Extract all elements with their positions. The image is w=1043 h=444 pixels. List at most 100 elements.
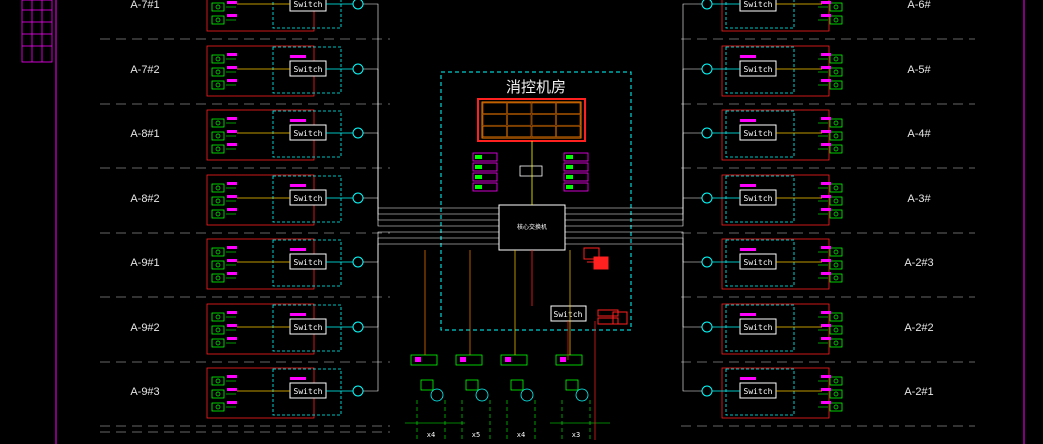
right-transceiver-3 bbox=[701, 127, 713, 139]
right-transceiver-7 bbox=[701, 385, 713, 397]
left-row-4-camera-2 bbox=[211, 196, 225, 206]
right-switch-label-7: Switch bbox=[744, 387, 773, 396]
left-row-7-camera-1 bbox=[211, 376, 225, 386]
core-switch bbox=[498, 204, 566, 251]
right-row-5-camera-1 bbox=[829, 247, 843, 257]
left-switch-label-2: Switch bbox=[294, 65, 323, 74]
right-row-4-camera-1 bbox=[829, 183, 843, 193]
left-row-5-camera-3 bbox=[211, 273, 225, 283]
left-row-3: A-8#1 Switch bbox=[100, 109, 390, 169]
right-row-1-camera-2 bbox=[829, 2, 843, 12]
bottom-camera-4 bbox=[565, 379, 579, 391]
left-transceiver-1 bbox=[352, 0, 364, 10]
left-switch-3 bbox=[289, 124, 327, 141]
right-switch-5 bbox=[739, 253, 777, 270]
left-row-4-camera-3 bbox=[211, 209, 225, 219]
right-row-4: A-3#Switch bbox=[681, 174, 975, 234]
right-row-6-camera-1 bbox=[829, 312, 843, 322]
storage-units-right bbox=[563, 152, 589, 192]
right-switch-7 bbox=[739, 382, 777, 399]
alarm-panel bbox=[597, 309, 628, 325]
right-transceiver-2 bbox=[701, 63, 713, 75]
right-row-2-camera-1 bbox=[829, 54, 843, 64]
bottom-camera-2 bbox=[465, 379, 479, 391]
right-row-3-camera-1 bbox=[829, 118, 843, 128]
left-switch-label-4: Switch bbox=[294, 194, 323, 203]
right-row-7-camera-3 bbox=[829, 402, 843, 412]
right-camera-group-7 bbox=[721, 367, 830, 419]
right-camera-group-3 bbox=[721, 109, 830, 161]
left-row-6-camera-2 bbox=[211, 325, 225, 335]
right-switch-2 bbox=[739, 60, 777, 77]
right-row-7-camera-1 bbox=[829, 376, 843, 386]
right-row-1-camera-3 bbox=[829, 15, 843, 25]
left-row-2-camera-3 bbox=[211, 80, 225, 90]
left-transceiver-7 bbox=[352, 385, 364, 397]
right-row-2-camera-3 bbox=[829, 80, 843, 90]
left-row-3-camera-2 bbox=[211, 131, 225, 141]
right-floor-label-2: A-5# bbox=[907, 64, 931, 76]
right-camera-group-5 bbox=[721, 238, 830, 290]
left-switch-1 bbox=[289, 0, 327, 12]
workstation-icon bbox=[583, 247, 609, 270]
right-row-2: A-5#Switch bbox=[681, 45, 975, 105]
left-row-3-camera-1 bbox=[211, 118, 225, 128]
right-row-7-camera-2 bbox=[829, 389, 843, 399]
core-switch-label: 核心交换机 bbox=[517, 223, 547, 231]
right-transceiver-1 bbox=[701, 0, 713, 10]
title-block-grid bbox=[21, 0, 53, 63]
left-switch-4 bbox=[289, 189, 327, 206]
right-camera-group-1 bbox=[721, 0, 830, 32]
left-row-2-camera-1 bbox=[211, 54, 225, 64]
right-floor-label-4: A-3# bbox=[907, 193, 931, 205]
left-transceiver-3 bbox=[352, 127, 364, 139]
bottom-count-4: x3 bbox=[572, 431, 580, 439]
right-switch-6 bbox=[739, 318, 777, 335]
left-row-1-camera-2 bbox=[211, 2, 225, 12]
left-row-5-camera-2 bbox=[211, 260, 225, 270]
right-switch-label-3: Switch bbox=[744, 129, 773, 138]
left-transceiver-2 bbox=[352, 63, 364, 75]
left-row-1-camera-3 bbox=[211, 15, 225, 25]
left-floor-label-2: A-7#2 bbox=[130, 64, 159, 76]
right-switch-4 bbox=[739, 189, 777, 206]
bottom-nvr-4 bbox=[555, 354, 583, 366]
room-switch bbox=[550, 305, 587, 322]
left-floor-label-3: A-8#1 bbox=[130, 128, 159, 140]
right-transceiver-5 bbox=[701, 256, 713, 268]
right-switch-label-5: Switch bbox=[744, 258, 773, 267]
left-transceiver-5 bbox=[352, 256, 364, 268]
right-row-1: A-6#Switch bbox=[681, 0, 975, 40]
bottom-count-3: x4 bbox=[517, 431, 525, 439]
left-row-5-camera-1 bbox=[211, 247, 225, 257]
decoder-box bbox=[519, 165, 543, 177]
right-row-4-camera-3 bbox=[829, 209, 843, 219]
left-switch-7 bbox=[289, 382, 327, 399]
right-camera-group-2 bbox=[721, 45, 830, 97]
bottom-count-2: x5 bbox=[472, 431, 480, 439]
left-row-6-camera-1 bbox=[211, 312, 225, 322]
left-switch-label-1: Switch bbox=[294, 0, 323, 9]
bottom-nvr-1 bbox=[410, 354, 438, 366]
left-switch-label-3: Switch bbox=[294, 129, 323, 138]
bottom-nvr-3 bbox=[500, 354, 528, 366]
room-switch-label: Switch bbox=[554, 310, 583, 319]
right-row-2-camera-2 bbox=[829, 67, 843, 77]
right-row-6-camera-3 bbox=[829, 338, 843, 348]
right-floor-label-3: A-4# bbox=[907, 128, 931, 140]
left-floor-label-6: A-9#2 bbox=[130, 322, 159, 334]
control-room-boundary bbox=[440, 71, 632, 331]
right-camera-group-4 bbox=[721, 174, 830, 226]
right-floor-label-1: A-6# bbox=[907, 0, 931, 11]
right-row-3-camera-2 bbox=[829, 131, 843, 141]
